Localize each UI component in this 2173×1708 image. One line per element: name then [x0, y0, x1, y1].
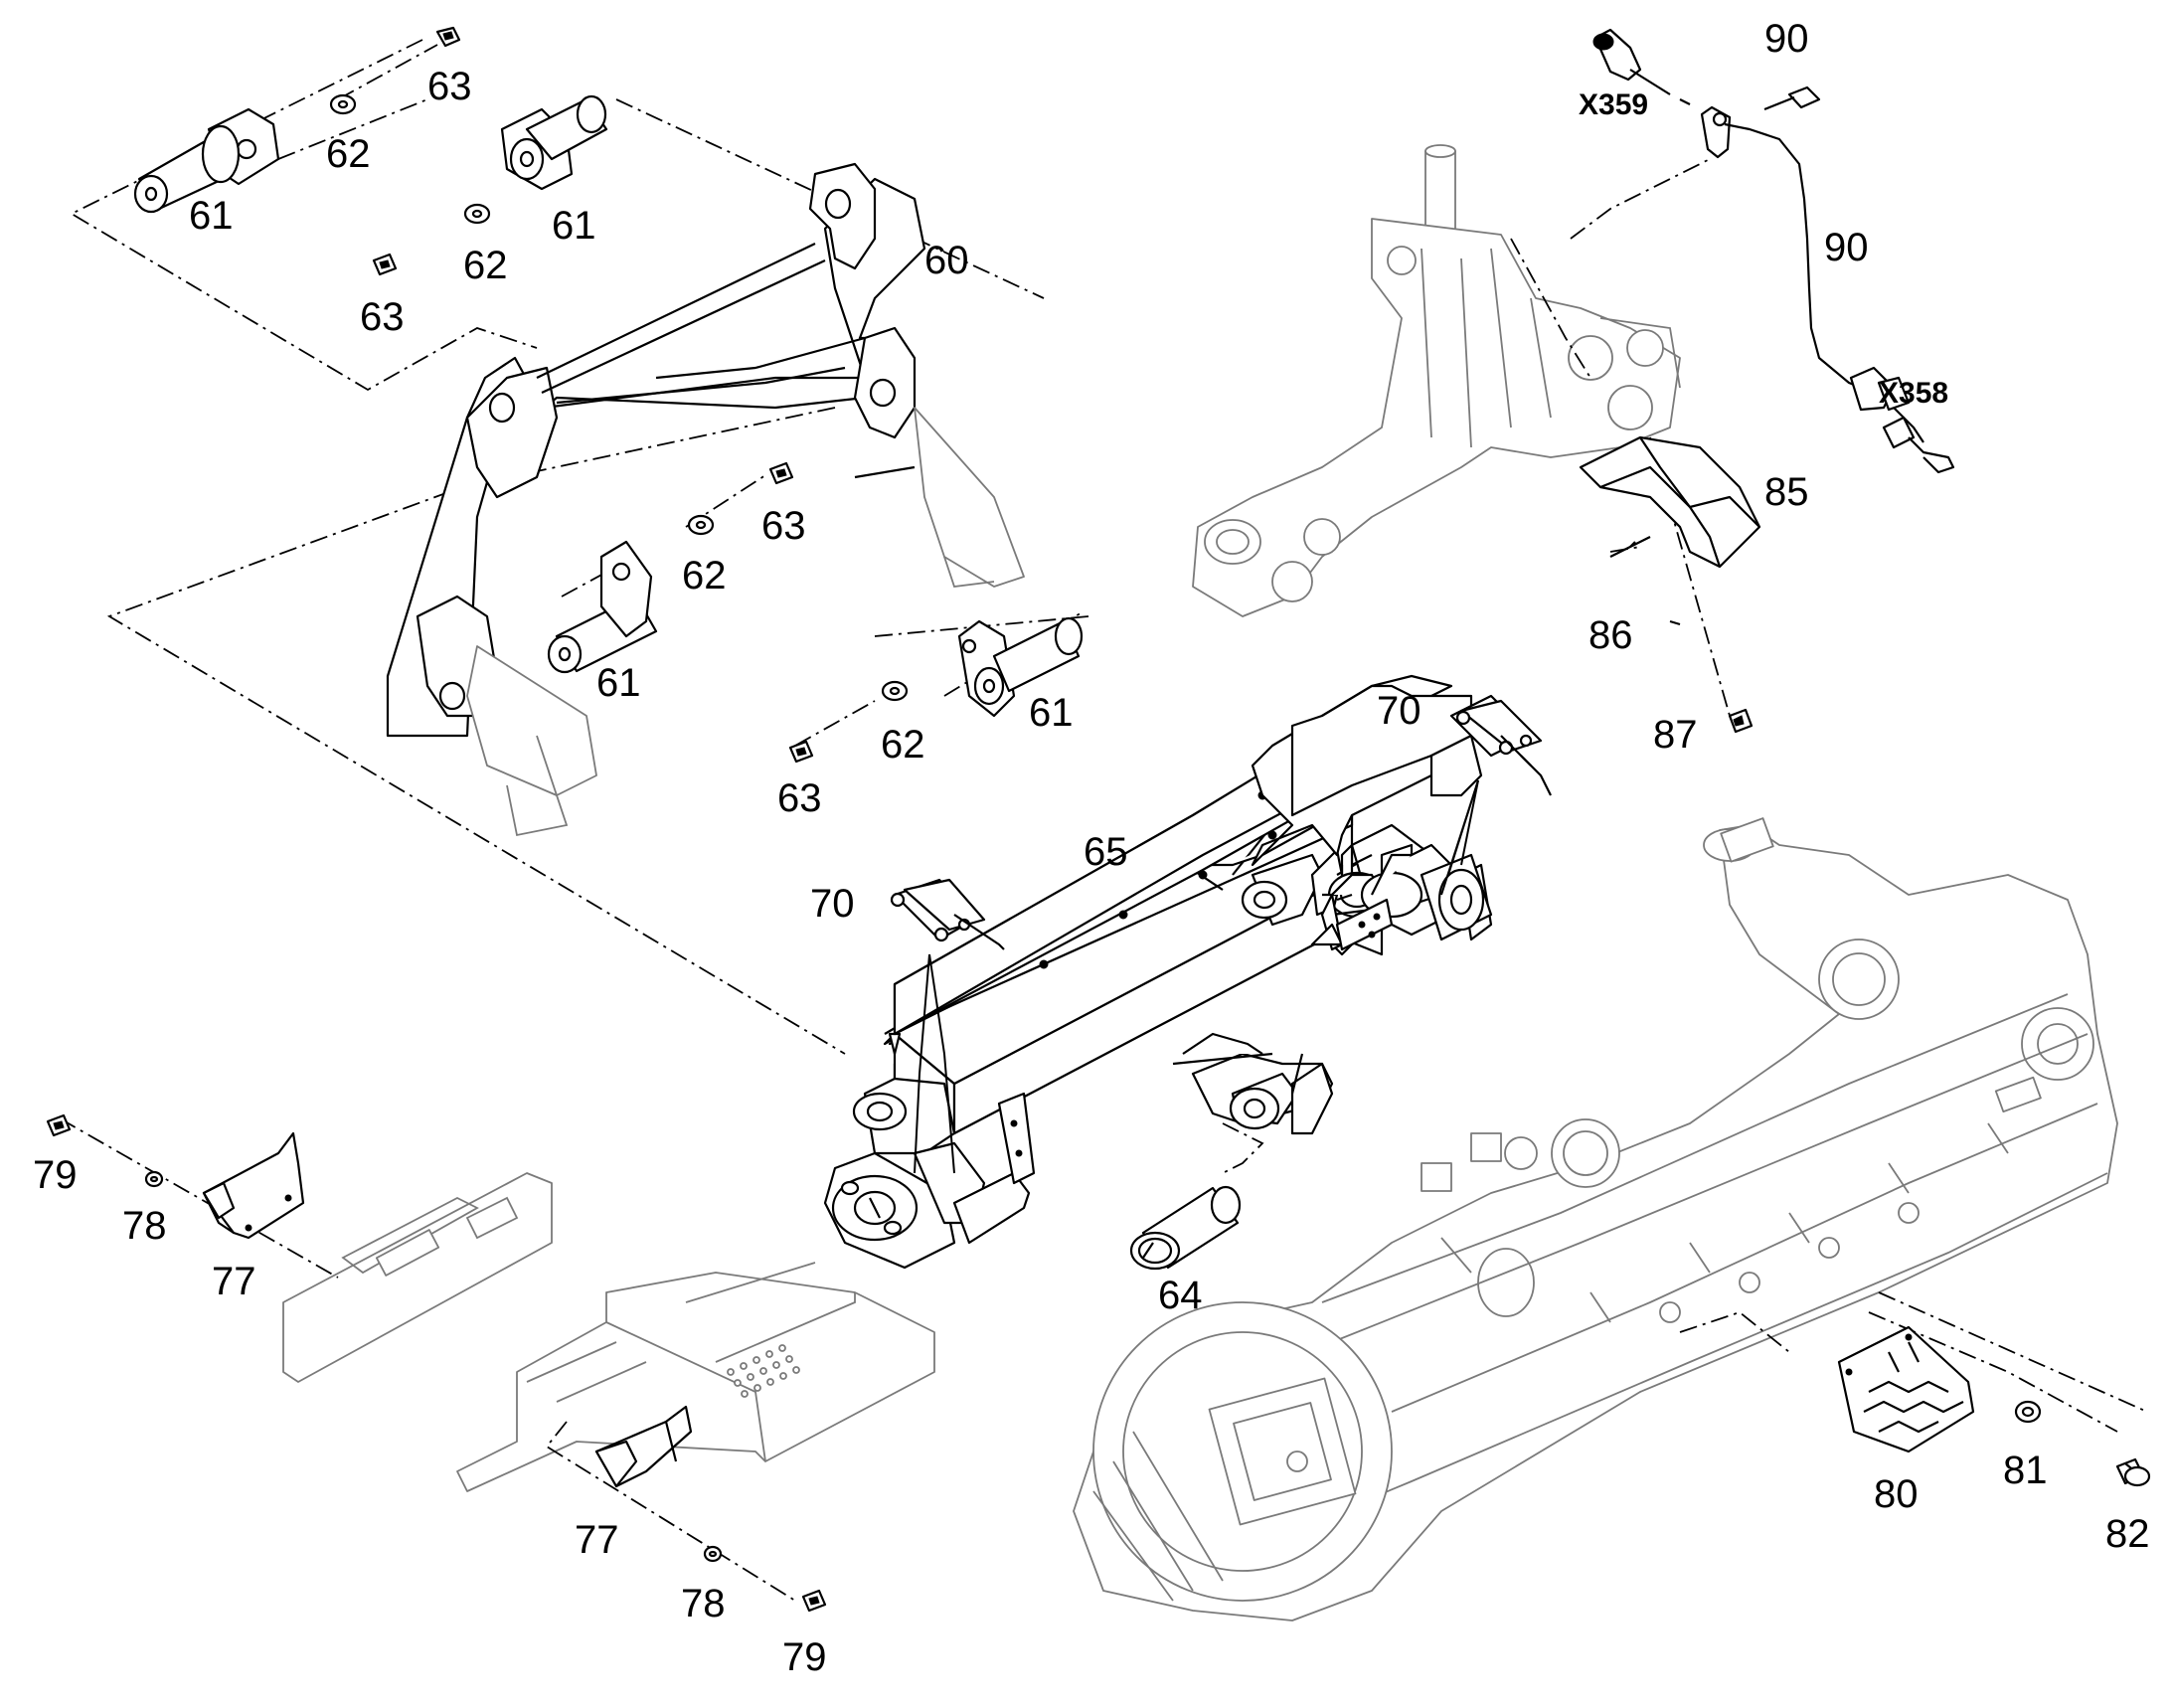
bushing-part-64 [1129, 1185, 1242, 1271]
track-undercarriage-ghost [1073, 817, 2118, 1622]
label-63-b: 63 [360, 295, 405, 339]
bracket-part-77-lower [594, 1405, 693, 1488]
label-61-c: 61 [596, 661, 641, 705]
pin-part-61-d [957, 616, 1084, 718]
label-63-a: 63 [427, 65, 472, 108]
label-77-a: 77 [212, 1260, 256, 1303]
label-79-a: 79 [33, 1153, 78, 1197]
label-61-d: 61 [1029, 691, 1074, 735]
label-70-a: 70 [1377, 689, 1421, 733]
label-62-c: 62 [682, 554, 727, 598]
label-61-a: 61 [189, 194, 234, 238]
washer-part-78-upper [144, 1170, 164, 1188]
label-78-a: 78 [122, 1204, 167, 1248]
washer-part-62-b [463, 203, 491, 225]
label-62-b: 62 [463, 244, 508, 287]
bolt-part-87 [1728, 708, 1754, 734]
vent-grid [727, 1344, 800, 1398]
label-77-b: 77 [575, 1518, 619, 1562]
bolt-part-79-lower [801, 1589, 827, 1613]
label-60: 60 [924, 239, 969, 282]
label-79-b: 79 [782, 1635, 827, 1679]
bolt-part-82 [2115, 1457, 2151, 1487]
pin-part-61-a [133, 107, 280, 214]
label-65: 65 [1084, 830, 1128, 874]
assembly-dash-lines [59, 39, 2148, 1602]
pin-clip-part-70-upper [1449, 694, 1552, 796]
label-87: 87 [1653, 713, 1698, 757]
label-80: 80 [1874, 1472, 1919, 1516]
connector-label-x358: X358 [1879, 377, 1948, 410]
pin-part-61-b [500, 94, 608, 191]
connector-label-x359: X359 [1579, 88, 1648, 121]
washer-part-78-lower [703, 1545, 723, 1563]
label-62-d: 62 [881, 723, 925, 767]
label-62-a: 62 [326, 132, 371, 176]
bolt-part-63-b [372, 253, 398, 276]
label-90-a: 90 [1764, 17, 1809, 61]
label-64: 64 [1158, 1274, 1203, 1317]
pin-part-61-c [547, 540, 658, 674]
frame-post-assembly-ghost [1192, 144, 1681, 617]
label-90-b: 90 [1824, 226, 1869, 269]
pin-part-86 [1609, 536, 1681, 626]
bolt-part-63-d [788, 740, 814, 764]
bolt-part-79-upper [46, 1113, 72, 1137]
label-85: 85 [1764, 470, 1809, 514]
lower-plates-ghost [282, 1172, 935, 1492]
guard-plate-part-85 [1579, 435, 1761, 569]
washer-part-81 [2014, 1400, 2042, 1424]
callout-labels: 60 61 61 61 61 62 62 62 62 63 63 63 63 6… [33, 17, 2150, 1679]
sensor-cable-part-90 [1592, 28, 1955, 474]
bolt-part-63-c [768, 461, 794, 485]
bolt-part-63-a [435, 26, 461, 48]
bracket-part-77-upper [202, 1131, 305, 1240]
label-61-b: 61 [552, 204, 596, 248]
beam-assembly-part-65 [823, 674, 1493, 1270]
callout-leader-lines [914, 779, 1479, 1174]
frame-bracket-part-60 [386, 162, 1025, 837]
label-63-c: 63 [761, 504, 806, 548]
label-86: 86 [1588, 613, 1633, 657]
label-78-b: 78 [681, 1582, 726, 1625]
pin-clip-part-70-lower [890, 878, 1005, 950]
washer-part-62-c [687, 514, 715, 536]
label-63-d: 63 [777, 776, 822, 820]
label-82: 82 [2105, 1512, 2150, 1556]
washer-part-62-d [881, 680, 909, 702]
label-81: 81 [2003, 1449, 2048, 1492]
step-plate-part-80 [1837, 1325, 1975, 1453]
label-70-b: 70 [810, 882, 855, 926]
washer-part-62-a [329, 93, 357, 115]
